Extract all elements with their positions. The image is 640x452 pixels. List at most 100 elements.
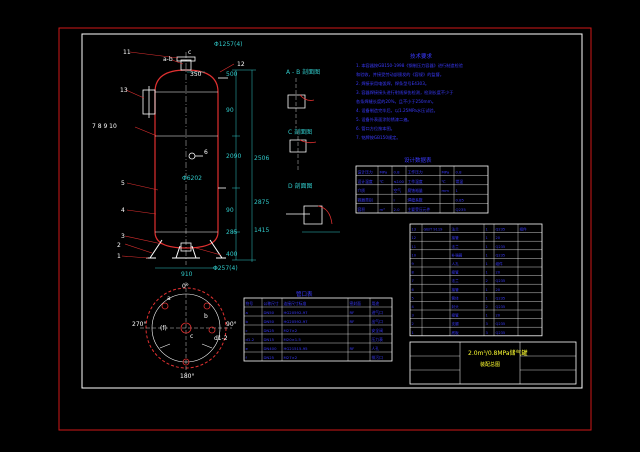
table-cell: Q235 — [456, 207, 467, 212]
table-cell: 1 — [486, 288, 488, 292]
table-cell: 排污口 — [372, 355, 384, 360]
dim-bottom-dia: Φ257(4) — [213, 265, 238, 272]
table-cell: 0.8 — [394, 169, 401, 174]
table-cell: 1 — [486, 228, 488, 232]
notes-lines: 1. 本容器按GB150-1998《钢制压力容器》进行制造检验 和验收，并接受劳… — [356, 62, 464, 141]
plan-a: a — [167, 295, 171, 302]
table-cell: 容器类别 — [358, 198, 373, 203]
dim-1415: 1415 — [254, 227, 269, 234]
dim-2506: 2506 — [254, 155, 269, 162]
table-cell: 1 — [486, 314, 488, 318]
plan-b: b — [204, 313, 208, 320]
callout-2: 2 — [117, 242, 121, 249]
table-cell: Q235 — [496, 305, 506, 309]
table-cell: Q235 — [496, 296, 506, 300]
table-cell: M27×2 — [284, 328, 298, 333]
table-cell: 11 — [412, 245, 417, 249]
table-cell: HG20592-97 — [284, 310, 309, 315]
table-cell: DN15 — [264, 337, 275, 342]
table-cell: MPa — [442, 169, 450, 174]
table-cell: 工作压力 — [408, 169, 423, 174]
callout-12: 12 — [237, 61, 245, 68]
title-block — [409, 341, 577, 385]
note-line: 4. 设备制造完毕后，以1.25MPa水压试验。 — [356, 107, 438, 114]
plan-c: c — [190, 333, 193, 340]
table-cell: 0.85 — [456, 198, 465, 203]
text-layer: 11 a-b c 12 13 7 8 9 10 6 5 4 3 2 1 Φ125… — [92, 41, 528, 380]
dim-350: 350 — [190, 71, 202, 78]
table-cell: 接管 — [452, 235, 460, 240]
table-cell: 1 — [486, 253, 488, 257]
plan-d: d1-2 — [214, 335, 228, 342]
table-cell: 2.0 — [394, 207, 401, 212]
table-cell: mm — [442, 188, 450, 193]
table-border — [409, 223, 543, 337]
callout-13: 13 — [120, 87, 128, 94]
callout-ab: a-b — [163, 56, 173, 63]
vessel-elevation — [142, 52, 228, 265]
drain-nozzle — [180, 242, 192, 252]
table-cell: 组件 — [496, 261, 504, 266]
dim-285: 285 — [226, 229, 238, 236]
table-cell: 20 — [496, 271, 501, 275]
table-cell: c — [246, 328, 248, 333]
callout-11: 11 — [123, 49, 131, 56]
table-cell: 组件 — [520, 227, 528, 232]
note-line: 1. 本容器按GB150-1998《钢制压力容器》进行制造检验 — [356, 62, 464, 69]
table-cell: 封头 — [452, 304, 460, 309]
table-cell: 人孔 — [372, 346, 380, 351]
dim-400: 400 — [226, 251, 238, 258]
table-cell: 3 — [486, 331, 488, 335]
table-cell: 进气口 — [372, 310, 384, 315]
table-cell: 1 — [456, 188, 459, 193]
table-cell: DN50 — [264, 310, 275, 315]
table-cell: 压力表 — [372, 337, 384, 342]
plan-270: 270° — [132, 321, 146, 328]
plan-0: 0° — [182, 283, 189, 290]
table-cell: 接管 — [452, 270, 460, 275]
table-cell: 设计温度 — [358, 179, 373, 184]
note-line: 各条焊缝长度的20%，且不小于250mm。 — [356, 98, 436, 105]
table-cell: Q235 — [496, 322, 506, 326]
plan-view — [140, 282, 232, 374]
table-cell: 密封面 — [350, 301, 362, 306]
table-cell: 焊缝系数 — [408, 198, 423, 203]
top-flange — [176, 56, 196, 62]
callout-3: 3 — [121, 233, 125, 240]
table-cell: Q235 — [496, 228, 506, 232]
section-title-d: D 剖面图 — [288, 182, 313, 190]
table-cell: 常温 — [456, 179, 464, 184]
table-cell: ≤100 — [394, 179, 405, 184]
table-cell: d1-2 — [246, 337, 255, 342]
table-cell: 安全阀 — [372, 328, 384, 333]
table-cell: HG21515-95 — [284, 346, 309, 351]
table-cell: DN400 — [264, 346, 278, 351]
plan-f: (f) — [160, 325, 167, 332]
inlet-nozzle — [188, 152, 196, 160]
table-cell: 20 — [496, 236, 501, 240]
table-cell: 筒体 — [452, 295, 460, 300]
table-cell: 2 — [486, 279, 488, 283]
table-cell: 空气 — [394, 188, 402, 193]
table-cell: RF — [350, 346, 355, 351]
table-cell: Q235 — [496, 279, 506, 283]
table-cell: 底板 — [452, 330, 460, 335]
table-cell: 2 — [412, 322, 414, 326]
design-table-title: 设计数据表 — [404, 156, 432, 164]
table-cell: 出气口 — [372, 319, 384, 324]
table-cell: 用途 — [372, 301, 380, 306]
plan-180: 180° — [180, 373, 194, 380]
dim-2090: 2090 — [226, 153, 241, 160]
bom-title-main: 2.0m³/0.8MPa储气罐 — [468, 349, 528, 357]
bom-title-sub: 装配总图 — [480, 361, 500, 368]
table-cell: 1 — [486, 245, 488, 249]
note-line: 7. 铭牌按GB150规定。 — [356, 134, 401, 141]
table-cell: e — [246, 346, 249, 351]
dim-500: 500 — [226, 71, 238, 78]
dim-910: 910 — [181, 271, 193, 278]
table-cell: RF — [350, 319, 355, 324]
table-cell: 工作温度 — [408, 179, 423, 184]
table-cell: 符号 — [246, 301, 254, 306]
